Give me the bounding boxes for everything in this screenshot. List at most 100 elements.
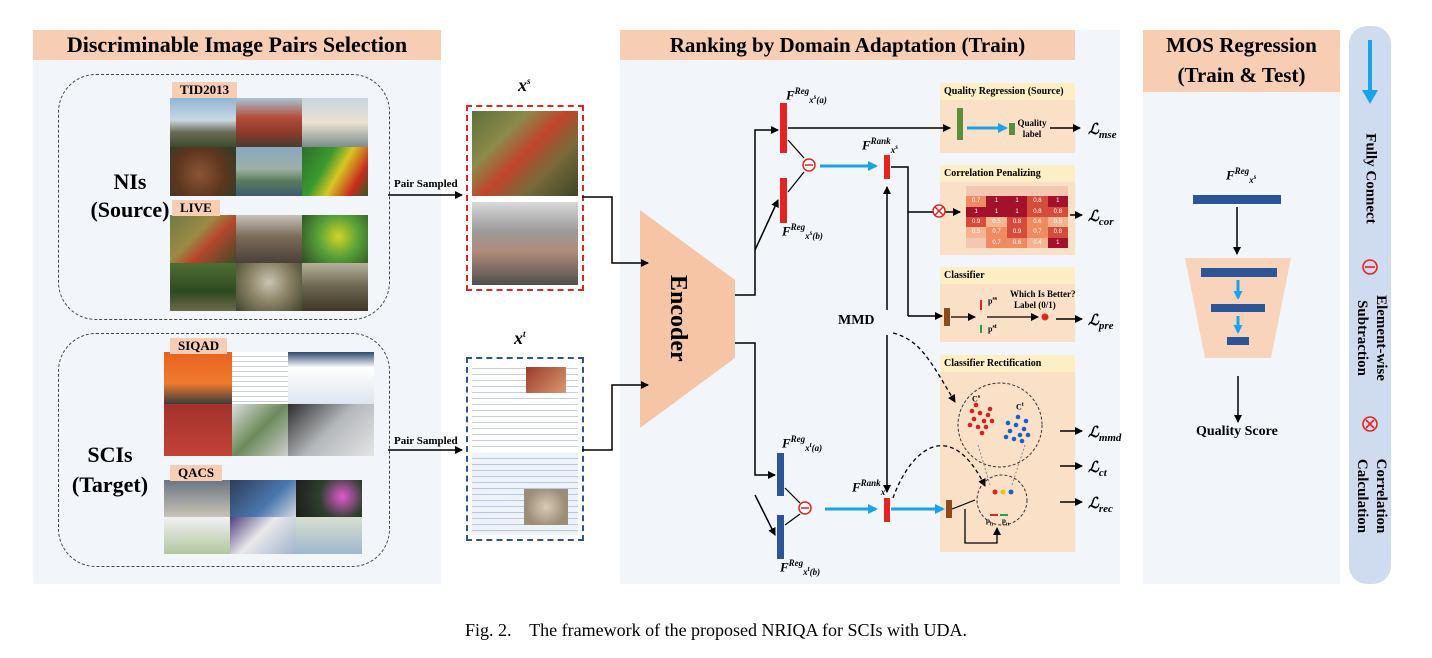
correlation-cell: 0.6	[1027, 217, 1048, 228]
live-thumb-fountain	[236, 263, 302, 311]
fs-a-x: x	[809, 94, 814, 105]
cluster-link-2	[1011, 444, 1026, 486]
correlation-cell: 0.8	[1047, 206, 1068, 217]
loss-pre-symbol: ℒ	[1088, 313, 1099, 329]
ft-b-x: x	[803, 566, 808, 577]
right-title-line2: (Train & Test)	[1177, 63, 1306, 87]
target-cluster-points	[1003, 414, 1031, 444]
correlation-cell: 0.7	[966, 196, 987, 207]
fs-b-bar	[780, 178, 787, 223]
legend-subtraction-icon	[1362, 259, 1378, 275]
qacs-thumb-6	[296, 517, 362, 554]
ft-b-tail: (b)	[809, 566, 821, 577]
cs-base: C	[972, 394, 978, 404]
mos-feature-reg: Reg	[1234, 166, 1250, 176]
siqad-tag: SIQAD	[170, 338, 228, 354]
correlation-cell: 0.8	[1047, 227, 1068, 238]
classifier-output-dot	[1041, 313, 1049, 321]
target-label: SCIs (Target)	[60, 440, 160, 500]
classifier-rectification-box	[940, 355, 1075, 552]
pss-label: pss	[988, 296, 997, 306]
regression-fc-bar	[957, 108, 963, 140]
correlation-cell: 0.5	[966, 227, 987, 238]
loss-rec-symbol: ℒ	[1088, 496, 1099, 512]
legend-panel	[1349, 26, 1391, 584]
ft-b-label: FRegxt(b)	[780, 558, 820, 577]
qacs-collage	[164, 480, 362, 554]
correlation-penalizing-title: Correlation Penalizing	[940, 165, 1075, 182]
regression-out-bar	[1009, 123, 1015, 135]
ft-a-reg: Reg	[790, 434, 806, 444]
correlation-cell: 0.9	[1006, 227, 1028, 238]
cluster-circle-top	[957, 382, 1043, 468]
mos-fc-bar-1	[1201, 268, 1277, 277]
ptt-sub-1: tt	[989, 522, 994, 528]
pst-sup: st	[992, 324, 997, 330]
siqad-thumb-red	[164, 404, 232, 456]
encoder-to-fs-a	[735, 126, 779, 296]
source-label-line2: (Source)	[90, 197, 170, 222]
figure-caption: Fig. 2. The framework of the proposed NR…	[464, 620, 968, 640]
legend-subtraction-line1: Element-wise	[1373, 295, 1389, 381]
xs-sup: s	[527, 76, 531, 86]
correlation-cell: 1	[1006, 196, 1028, 207]
correlation-cell: 0.8	[1006, 217, 1028, 228]
pst-label: pst	[988, 324, 997, 334]
correlation-cell: 0.5	[1047, 217, 1068, 228]
quality-label-line2: label	[1022, 129, 1042, 139]
ft-rank-F: F	[852, 479, 861, 495]
source-pair-image-b	[472, 202, 578, 285]
loss-rec-sub: rec	[1098, 503, 1113, 515]
mos-feature-F: F	[1226, 167, 1235, 183]
loss-mmd: ℒmmd	[1088, 423, 1121, 444]
classifier-title: Classifier	[940, 267, 1075, 284]
encoder-shape	[640, 210, 735, 428]
correlation-cell	[966, 237, 987, 248]
source-cluster-points	[967, 402, 995, 436]
ft-b-bar	[777, 515, 784, 559]
fs-b-F: F	[782, 223, 791, 239]
ptt-sub-2: tt	[1005, 522, 1010, 528]
cluster-dot-yellow	[1000, 489, 1006, 495]
loss-ct-sub: ct	[1098, 467, 1107, 479]
fs-a-tail: (a)	[816, 94, 827, 105]
left-panel-title: Discriminable Image Pairs Selection	[33, 30, 441, 60]
qacs-thumb-3	[296, 480, 362, 517]
pair-sampled-label-1: Pair Sampled	[394, 178, 458, 190]
legend-correlation-icon	[1362, 416, 1378, 432]
which-better-text: Which Is Better?	[1010, 289, 1076, 299]
loss-mse-symbol: ℒ	[1088, 122, 1099, 138]
correlation-cell: 0.7	[986, 237, 1007, 248]
ct-base: C	[1016, 402, 1022, 412]
correlation-cell	[966, 186, 987, 197]
pair-sampled-label-2: Pair Sampled	[394, 435, 458, 447]
loss-cor-sub: cor	[1098, 216, 1114, 228]
correlation-cell: 1	[986, 206, 1007, 217]
target-pair-image-a-photo	[526, 367, 566, 393]
ft-a-bar	[777, 453, 784, 496]
live-thumb-parrot	[302, 215, 368, 263]
ft-b-F: F	[780, 559, 789, 575]
quality-label-text: Quality label	[1016, 118, 1048, 140]
source-group-box	[58, 74, 390, 320]
ft-a-tail: (a)	[811, 442, 823, 453]
fs-rank-sup: Rank	[870, 136, 891, 146]
rect-feedback	[964, 509, 1001, 544]
pst-base: p	[988, 324, 993, 334]
mos-fc-bar-2	[1211, 304, 1265, 312]
ft-a-to-sub	[784, 487, 801, 504]
ft-a-x: x	[805, 442, 810, 453]
rank-to-branches	[891, 166, 909, 316]
ft-b-xsup: t	[807, 564, 810, 573]
correlation-symbol-x2	[934, 206, 944, 216]
live-tag: LIVE	[172, 200, 220, 216]
loss-mse: ℒmse	[1088, 120, 1117, 141]
mmd-label: MMD	[838, 313, 875, 328]
xt-sup: t	[523, 329, 526, 339]
source-label: NIs (Source)	[80, 168, 180, 224]
ct-sup: t	[1021, 402, 1024, 408]
correlation-cell	[986, 186, 1007, 197]
qacs-thumb-5	[230, 517, 296, 554]
